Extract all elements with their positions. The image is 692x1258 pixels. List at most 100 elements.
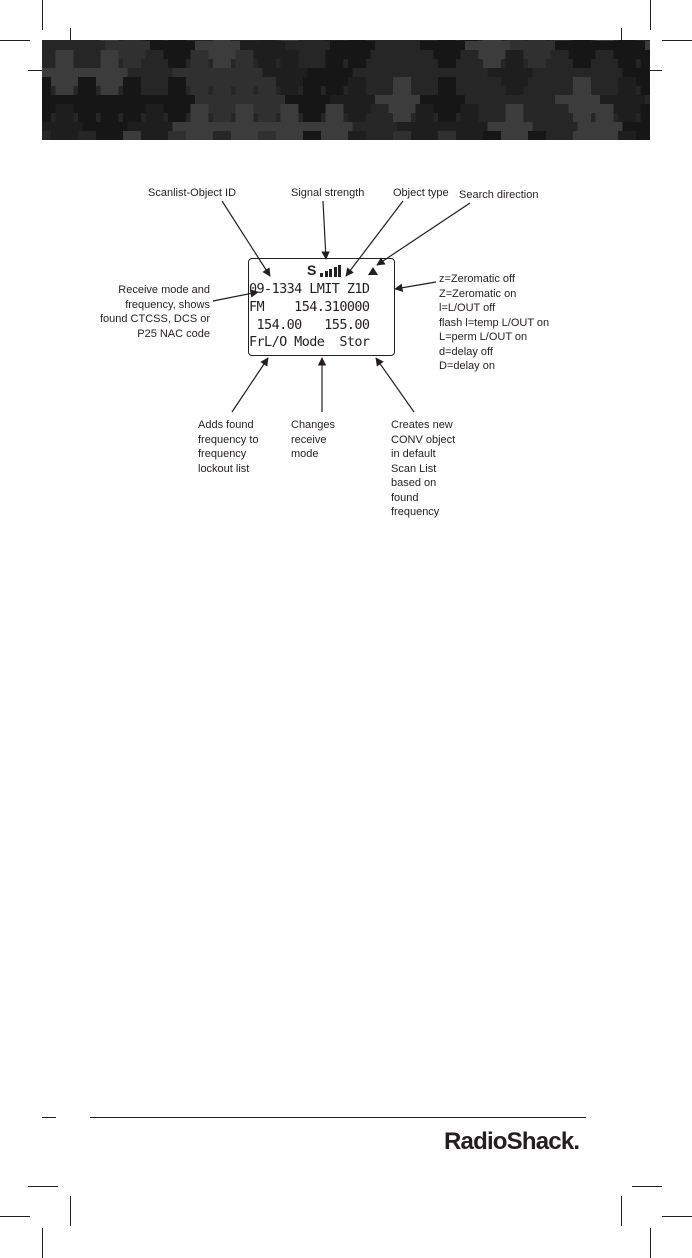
- cross-pattern: [42, 40, 650, 140]
- label-flag-legend: z=Zeromatic off Z=Zeromatic on l=L/OUT o…: [439, 273, 550, 372]
- banner-cross-tile: [258, 131, 276, 140]
- banner-cross-tile: [307, 50, 362, 104]
- banner-cross-tile: [240, 40, 294, 77]
- banner-cross-tile: [303, 131, 321, 140]
- banner-cross-tile: [330, 77, 384, 131]
- arrow-object-type: [345, 200, 404, 277]
- banner-cross-tile: [240, 77, 294, 131]
- crop-mark: [662, 40, 692, 41]
- banner-cross-tile: [438, 131, 456, 140]
- banner-cross-tile: [600, 77, 650, 131]
- banner-cross-tile: [78, 131, 96, 140]
- banner-cross-tile: [127, 50, 182, 104]
- banner-cross-tile: [82, 50, 137, 104]
- banner-cross-tile: [622, 50, 650, 104]
- banner-cross-tile: [42, 131, 51, 140]
- banner-cross-tile: [375, 40, 429, 77]
- banner-cross-tile: [105, 77, 159, 131]
- banner-cross-tile: [60, 40, 114, 77]
- banner-cross-tile: [285, 40, 339, 77]
- banner-cross-tile: [123, 131, 141, 140]
- signal-bars-icon: [320, 265, 344, 277]
- signal-bar: [324, 271, 328, 277]
- signal-bar: [338, 265, 341, 277]
- arrow-creates-new: [375, 357, 415, 413]
- banner-cross-tile: [573, 131, 591, 140]
- signal-letter: S: [307, 262, 317, 278]
- signal-bar: [320, 273, 323, 277]
- banner-cross-tile: [487, 50, 542, 104]
- banner-cross-tile: [618, 131, 636, 140]
- banner-cross-tile: [532, 50, 587, 104]
- radioshack-logo: RadioShack.: [444, 1128, 580, 1155]
- crop-mark: [621, 1196, 622, 1226]
- crop-mark: [42, 0, 43, 30]
- banner-cross-tile: [105, 40, 159, 77]
- banner-cross-tile: [213, 131, 231, 140]
- arrow-signal-strength: [321, 200, 330, 260]
- label-receive-mode: Receive mode and frequency, shows found …: [99, 284, 210, 340]
- banner-cross-tile: [577, 50, 632, 104]
- crop-mark: [0, 1216, 30, 1217]
- label-changes-mode: Changes receive mode: [291, 419, 336, 460]
- label-creates-new: Creates new CONV object in default Scan …: [391, 419, 456, 518]
- banner-cross-tile: [465, 77, 519, 131]
- banner-cross-tile: [42, 50, 92, 104]
- crop-mark: [70, 1196, 71, 1226]
- banner-cross-tile: [483, 131, 501, 140]
- banner-cross-tile: [330, 40, 384, 77]
- lcd-line-mode-frequency: FM 154.310000: [249, 299, 370, 315]
- crop-mark: [662, 1216, 692, 1217]
- lcd-line-softkeys: FrL/O Mode Stor: [249, 334, 370, 350]
- label-scanlist-object-id: Scanlist-Object ID: [148, 187, 237, 199]
- crop-mark: [650, 1228, 651, 1258]
- banner-cross-tile: [442, 50, 497, 104]
- footer-rule: [90, 1117, 586, 1118]
- crop-mark: [28, 1186, 58, 1187]
- banner-cross-tile: [375, 77, 429, 131]
- label-object-type: Object type: [393, 187, 449, 199]
- banner-cross-tile: [600, 40, 650, 77]
- banner-cross-tile: [393, 131, 411, 140]
- lcd-display: S 09-1334 LMIT Z1D FM 154.310000 154.00 …: [248, 258, 395, 356]
- banner-cross-tile: [555, 40, 609, 77]
- signal-bar: [333, 267, 337, 277]
- banner-cross-tile: [510, 77, 564, 131]
- banner-cross-tile: [352, 50, 407, 104]
- arrow-flags: [394, 281, 437, 292]
- banner-cross-tile: [60, 77, 114, 131]
- search-direction-up-icon: [368, 267, 378, 275]
- banner-cross-tile: [510, 40, 564, 77]
- banner-cross-tile: [285, 77, 339, 131]
- signal-bar: [329, 269, 332, 277]
- lcd-line-range: 154.00 155.00: [249, 317, 371, 333]
- crop-mark: [650, 0, 651, 30]
- banner-cross-tile: [397, 50, 452, 104]
- banner-cross-tile: [217, 50, 272, 104]
- banner-cross-tile: [195, 77, 249, 131]
- banner-cross-tile: [195, 40, 249, 77]
- crop-mark: [0, 40, 30, 41]
- lcd-line-id: 09-1334 LMIT Z1D: [249, 281, 370, 297]
- label-signal-strength: Signal strength: [291, 187, 365, 199]
- banner-cross-tile: [420, 40, 474, 77]
- banner-cross-tile: [420, 77, 474, 131]
- banner-cross-tile: [150, 77, 204, 131]
- banner-cross-tile: [348, 131, 366, 140]
- footer-tick: [42, 1117, 56, 1118]
- banner-cross-tile: [150, 40, 204, 77]
- banner-cross-tile: [262, 50, 317, 104]
- arrow-search-direction: [376, 202, 471, 266]
- arrow-receive-mode: [212, 289, 259, 302]
- banner-cross-tile: [172, 50, 227, 104]
- crop-mark: [42, 1228, 43, 1258]
- banner-cross-tile: [465, 40, 519, 77]
- label-adds-found: Adds found frequency to frequency lockou…: [198, 419, 259, 475]
- crop-mark: [632, 1186, 662, 1187]
- banner-cross-tile: [528, 131, 546, 140]
- arrow-adds-found: [231, 357, 269, 413]
- arrow-scanlist-id: [221, 200, 271, 277]
- header-banner: [42, 40, 650, 140]
- label-search-direction: Search direction: [459, 189, 539, 201]
